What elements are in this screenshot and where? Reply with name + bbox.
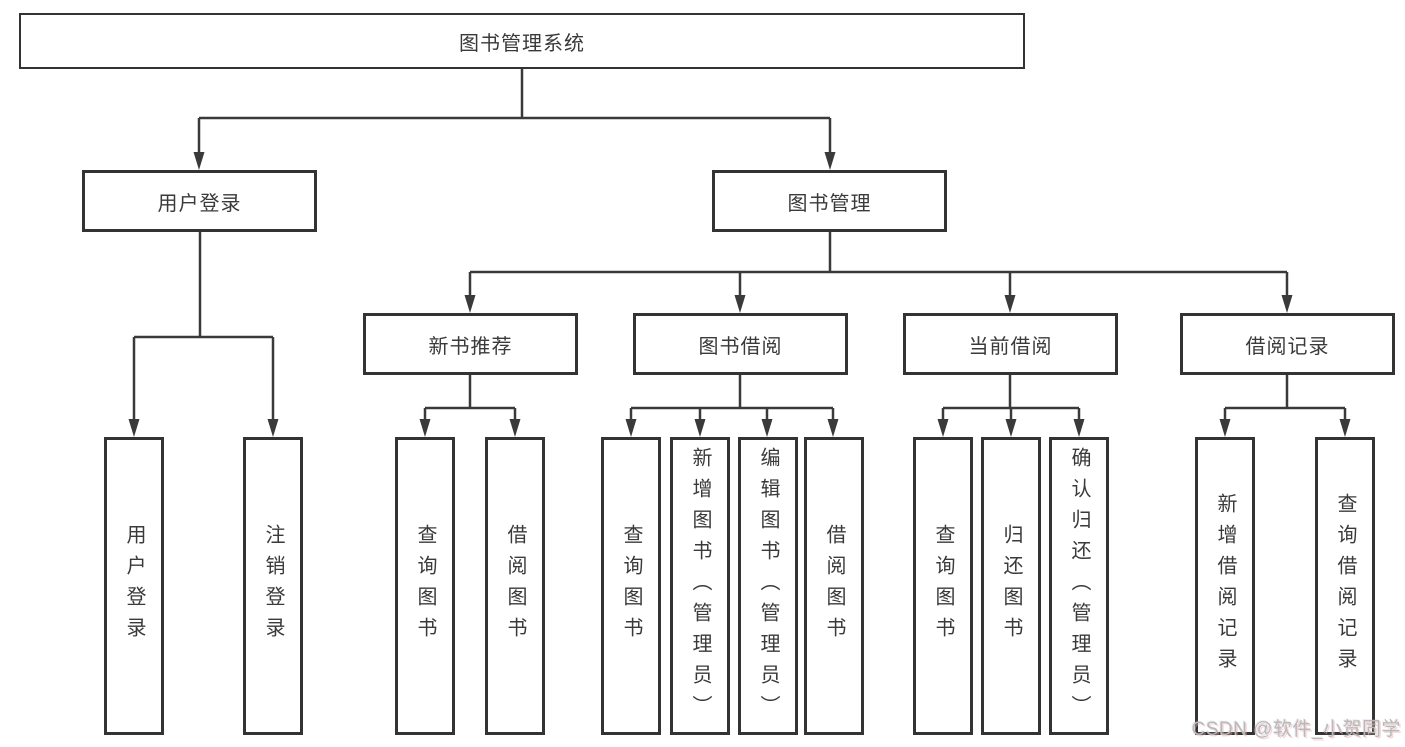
node-book-management: 图书管理 <box>712 170 947 232</box>
node-new-book-recommend: 新书推荐 <box>363 313 578 375</box>
node-book-borrowing-label: 图书借阅 <box>698 335 783 358</box>
node-book-borrowing: 图书借阅 <box>633 313 848 375</box>
leaf-edit-book-admin-label: 编辑图书（管理员） <box>757 446 779 726</box>
leaf-user-login-label: 用户登录 <box>123 524 145 648</box>
leaf-logout: 注销登录 <box>243 437 303 735</box>
leaf-query-borrow-record: 查询借阅记录 <box>1315 437 1375 735</box>
node-borrowing-records-label: 借阅记录 <box>1245 335 1330 358</box>
node-user-login-label: 用户登录 <box>157 192 242 215</box>
leaf-query-books-current: 查询图书 <box>913 437 973 735</box>
leaf-logout-label: 注销登录 <box>262 524 284 648</box>
node-new-book-recommend-label: 新书推荐 <box>428 335 513 358</box>
leaf-confirm-return-admin-label: 确认归还（管理员） <box>1068 446 1090 726</box>
leaf-add-borrow-record: 新增借阅记录 <box>1195 437 1255 735</box>
leaf-query-borrow-record-label: 查询借阅记录 <box>1334 493 1356 679</box>
leaf-add-borrow-record-label: 新增借阅记录 <box>1214 493 1236 679</box>
leaf-edit-book-admin: 编辑图书（管理员） <box>738 437 798 735</box>
leaf-borrow-books-borrowing-label: 借阅图书 <box>823 524 845 648</box>
leaf-return-book: 归还图书 <box>981 437 1041 735</box>
leaf-query-books-current-label: 查询图书 <box>932 524 954 648</box>
leaf-return-book-label: 归还图书 <box>1000 524 1022 648</box>
leaf-query-books-recommend: 查询图书 <box>395 437 455 735</box>
node-book-management-label: 图书管理 <box>787 192 872 215</box>
node-user-login: 用户登录 <box>82 170 317 232</box>
node-root-label: 图书管理系统 <box>459 32 585 55</box>
node-root: 图书管理系统 <box>19 13 1025 69</box>
node-current-borrowing-label: 当前借阅 <box>968 335 1053 358</box>
leaf-query-books-borrowing-label: 查询图书 <box>620 524 642 648</box>
leaf-borrow-books-borrowing: 借阅图书 <box>804 437 864 735</box>
node-borrowing-records: 借阅记录 <box>1180 313 1395 375</box>
leaf-query-books-borrowing: 查询图书 <box>601 437 661 735</box>
leaf-query-books-recommend-label: 查询图书 <box>414 524 436 648</box>
leaf-borrow-books-recommend: 借阅图书 <box>485 437 545 735</box>
leaf-user-login: 用户登录 <box>104 437 164 735</box>
node-current-borrowing: 当前借阅 <box>903 313 1118 375</box>
leaf-add-book-admin-label: 新增图书（管理员） <box>689 446 711 726</box>
leaf-add-book-admin: 新增图书（管理员） <box>670 437 730 735</box>
leaf-borrow-books-recommend-label: 借阅图书 <box>504 524 526 648</box>
leaf-confirm-return-admin: 确认归还（管理员） <box>1049 437 1109 735</box>
